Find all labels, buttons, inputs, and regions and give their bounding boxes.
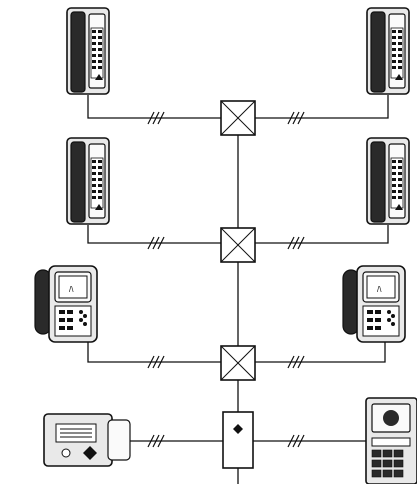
wire-video-right xyxy=(255,340,386,363)
row-1 xyxy=(87,95,389,136)
intercom-handset-icon[interactable] xyxy=(366,137,410,225)
intercom-handset-icon[interactable] xyxy=(66,137,110,225)
wire-top-left xyxy=(87,95,221,119)
wire-marking xyxy=(147,236,305,250)
outdoor-panel-icon[interactable] xyxy=(365,397,417,484)
wire-marking xyxy=(147,434,305,448)
video-door-phone-icon[interactable] xyxy=(342,265,406,343)
wire-mid-right xyxy=(255,225,389,244)
row-3 xyxy=(87,340,386,381)
wire-mid-left xyxy=(87,225,221,244)
intercom-handset-icon[interactable] xyxy=(366,7,410,95)
row-2 xyxy=(87,225,389,263)
video-door-phone-icon[interactable] xyxy=(34,265,98,343)
power-supply-icon[interactable] xyxy=(222,411,254,469)
wire-marking xyxy=(147,355,305,369)
distribution-box-icon[interactable] xyxy=(220,227,256,263)
intercom-handset-icon[interactable] xyxy=(66,7,110,95)
door-station-icon[interactable] xyxy=(43,413,131,467)
wire-video-left xyxy=(87,340,221,363)
row-4 xyxy=(130,411,366,469)
distribution-box-icon[interactable] xyxy=(220,100,256,136)
distribution-box-icon[interactable] xyxy=(220,345,256,381)
wire-top-right xyxy=(255,95,389,119)
wire-marking xyxy=(147,111,305,125)
